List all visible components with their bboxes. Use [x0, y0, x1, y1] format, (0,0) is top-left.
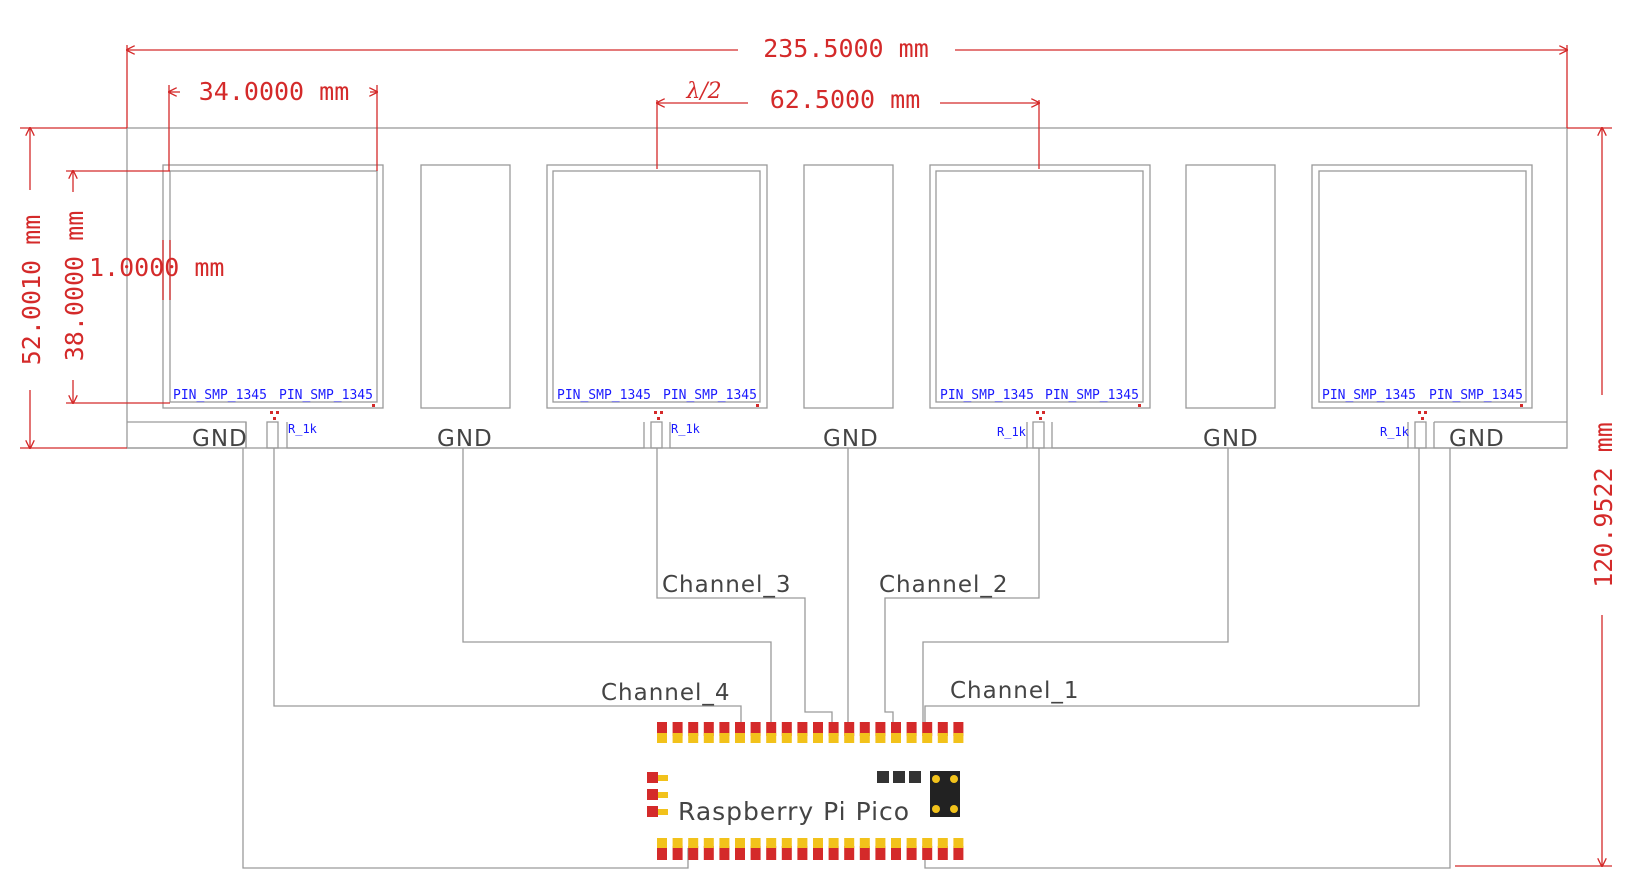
pin-label-3a: PIN_SMP_1345 [940, 388, 1034, 403]
resistor-label-1: R_1k [288, 422, 318, 436]
pico-pin [688, 722, 699, 743]
pico-pin [657, 722, 667, 743]
pico-pin [875, 838, 886, 860]
gnd-label-3: GND [823, 426, 879, 452]
gnd-label-4: GND [1203, 426, 1259, 452]
pico-pin [891, 722, 901, 743]
board-height-dim: 52.0010 mm [17, 215, 46, 366]
patch-1 [162, 164, 384, 409]
pico-pin [735, 838, 745, 860]
pico-pin [859, 838, 870, 860]
pico-pin [828, 838, 839, 860]
pico-pin [797, 722, 808, 743]
gnd-label-5: GND [1449, 426, 1505, 452]
pico-pin [922, 838, 933, 860]
gnd-strip-1 [420, 164, 511, 409]
pico-pin [906, 838, 917, 860]
pico-pin [844, 838, 855, 860]
pico-pin [953, 838, 964, 860]
pico-debug-pads [647, 772, 668, 817]
pico-pin [797, 838, 808, 860]
gap-dim: 1.0000 mm [89, 253, 224, 282]
pico-pin [672, 838, 683, 860]
channel-4-label: Channel_4 [601, 680, 731, 706]
pico-pin [657, 838, 667, 860]
pin-pad-markers [270, 404, 1523, 420]
patch-height-dim: 38.0000 mm [60, 211, 89, 362]
pico-pin [875, 722, 886, 743]
patch-2 [546, 164, 768, 409]
pico-pin [844, 722, 855, 743]
gnd-label-2: GND [437, 426, 493, 452]
pin-label-2b: PIN_SMP_1345 [663, 388, 757, 403]
pin-label-1b: PIN_SMP_1345 [279, 388, 373, 403]
pico-pin [781, 838, 792, 860]
pin-label-3b: PIN_SMP_1345 [1045, 388, 1139, 403]
pico-pin [859, 722, 870, 743]
pin-label-2a: PIN_SMP_1345 [557, 388, 651, 403]
pico-pin [766, 722, 777, 743]
pico-pin [719, 838, 730, 860]
pico-pin [750, 838, 761, 860]
pico-pin [813, 722, 823, 743]
pin-label-1a: PIN_SMP_1345 [173, 388, 267, 403]
pin-label-4b: PIN_SMP_1345 [1429, 388, 1523, 403]
pico-pin [672, 722, 683, 743]
patch-width-dim: 34.0000 mm [199, 77, 350, 106]
gnd-strip-3 [1185, 164, 1276, 409]
dimension-lines [20, 45, 1612, 866]
pico-pin [937, 838, 948, 860]
overall-width-dim: 235.5000 mm [763, 34, 929, 63]
pico-pin [735, 722, 745, 743]
pico-pin [828, 722, 839, 743]
patch-4 [1311, 164, 1533, 409]
resistor-label-2: R_1k [671, 422, 701, 436]
pico-boot-button [930, 771, 960, 817]
wiring [242, 448, 1451, 869]
total-height-dim: 120.9522 mm [1589, 422, 1618, 588]
lambda-half-label: λ/2 [685, 79, 721, 104]
resistor-label-4: R_1k [1380, 425, 1410, 439]
gnd-label-1: GND [192, 426, 248, 452]
pico-pin [703, 722, 714, 743]
pin-label-4a: PIN_SMP_1345 [1322, 388, 1416, 403]
pico-pin [922, 722, 933, 743]
pico-pin [937, 722, 948, 743]
pico-pin [813, 838, 823, 860]
channel-2-label: Channel_2 [879, 572, 1009, 598]
board-traces [127, 421, 1567, 449]
pico-pin [953, 722, 964, 743]
pico-pin [688, 838, 699, 860]
pico-pin [766, 838, 777, 860]
pico-pin [891, 838, 901, 860]
pico-pin [781, 722, 792, 743]
channel-3-label: Channel_3 [662, 572, 792, 598]
pico-bottom-pin-row [657, 838, 964, 860]
pico-pin [750, 722, 761, 743]
pico-pin [719, 722, 730, 743]
gnd-strip-2 [803, 164, 894, 409]
spacing-dim: 62.5000 mm [770, 85, 921, 114]
patch-3 [929, 164, 1151, 409]
pico-top-pin-row [657, 722, 964, 743]
pico-pin [703, 838, 714, 860]
pico-label: Raspberry Pi Pico [678, 797, 910, 826]
channel-1-label: Channel_1 [950, 678, 1080, 704]
resistor-label-3: R_1k [997, 425, 1027, 439]
pico-swd-pads [877, 771, 921, 783]
pico-pin [906, 722, 917, 743]
